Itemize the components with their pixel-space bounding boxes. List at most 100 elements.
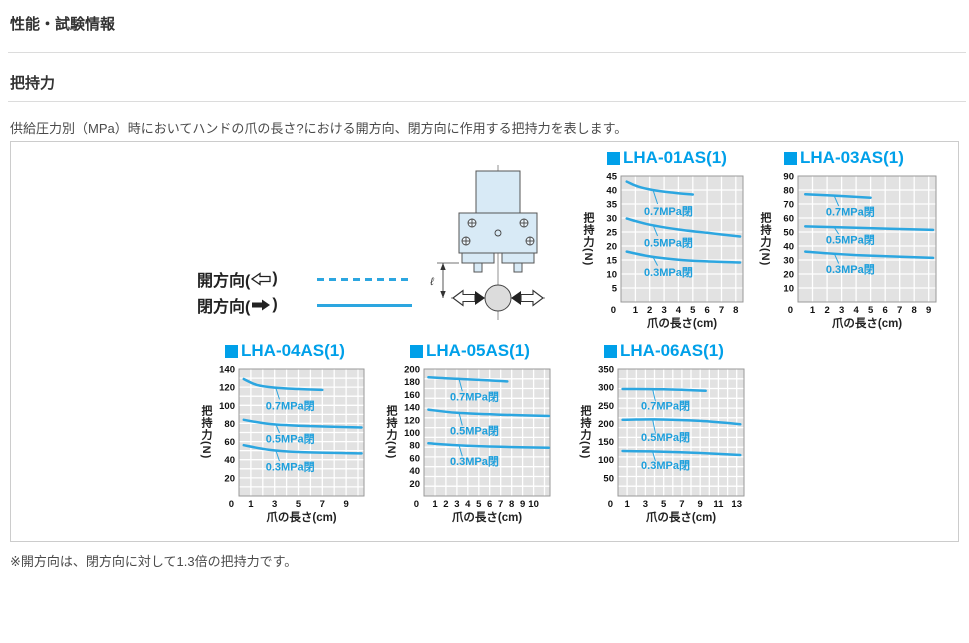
open-arrow-right-icon bbox=[520, 289, 544, 307]
svg-text:0.7MPa閉: 0.7MPa閉 bbox=[450, 390, 499, 403]
svg-text:5: 5 bbox=[690, 305, 696, 316]
svg-text:30: 30 bbox=[606, 214, 617, 225]
gripper-hand-diagram: ℓ bbox=[429, 165, 545, 320]
svg-text:2: 2 bbox=[647, 305, 652, 316]
svg-text:250: 250 bbox=[598, 401, 614, 412]
svg-text:7: 7 bbox=[679, 499, 684, 510]
svg-text:2: 2 bbox=[443, 499, 448, 510]
svg-text:20: 20 bbox=[606, 242, 617, 253]
chart-title-text: LHA-01AS(1) bbox=[623, 148, 727, 167]
chart-title: LHA-06AS(1) bbox=[604, 341, 754, 361]
chart-title: LHA-01AS(1) bbox=[607, 148, 753, 168]
svg-text:5: 5 bbox=[476, 499, 482, 510]
svg-text:9: 9 bbox=[343, 499, 348, 510]
svg-text:140: 140 bbox=[404, 403, 420, 414]
chart-plot: 0.7MPa閉0.5MPa閉0.3MPa閉1020304050607080900… bbox=[783, 172, 937, 330]
open-direction-arrow-icon bbox=[251, 272, 271, 286]
svg-text:9: 9 bbox=[926, 305, 931, 316]
svg-text:0: 0 bbox=[788, 305, 793, 316]
svg-text:50: 50 bbox=[603, 473, 614, 484]
svg-text:0: 0 bbox=[608, 499, 613, 510]
svg-text:1: 1 bbox=[624, 499, 630, 510]
svg-text:3: 3 bbox=[839, 305, 844, 316]
chart-title-text: LHA-03AS(1) bbox=[800, 148, 904, 167]
svg-text:9: 9 bbox=[520, 499, 525, 510]
svg-text:0.5MPa閉: 0.5MPa閉 bbox=[644, 236, 693, 249]
divider bbox=[8, 101, 966, 102]
svg-text:11: 11 bbox=[713, 499, 724, 510]
svg-text:7: 7 bbox=[719, 305, 724, 316]
svg-text:0.5MPa閉: 0.5MPa閉 bbox=[266, 432, 315, 445]
legend-close-label: 閉方向() bbox=[197, 293, 309, 317]
svg-text:3: 3 bbox=[454, 499, 459, 510]
svg-text:3: 3 bbox=[272, 499, 277, 510]
svg-text:爪の長さ(cm): 爪の長さ(cm) bbox=[452, 511, 522, 524]
open-direction-line-sample bbox=[317, 277, 412, 281]
svg-text:90: 90 bbox=[783, 172, 794, 183]
svg-text:爪の長さ(cm): 爪の長さ(cm) bbox=[647, 317, 717, 330]
grip-force-figure-box: 開方向() 閉方向() bbox=[10, 141, 959, 542]
svg-text:0.5MPa閉: 0.5MPa閉 bbox=[641, 431, 690, 444]
open-arrow-left-icon bbox=[452, 289, 476, 307]
close-arrow-right-icon bbox=[511, 291, 521, 305]
svg-text:0.3MPa閉: 0.3MPa閉 bbox=[266, 461, 315, 474]
chart-title-bullet-icon bbox=[225, 344, 238, 358]
svg-text:0.3MPa閉: 0.3MPa閉 bbox=[644, 266, 693, 279]
svg-text:13: 13 bbox=[731, 499, 742, 510]
svg-text:8: 8 bbox=[509, 499, 514, 510]
svg-text:0.3MPa閉: 0.3MPa閉 bbox=[826, 263, 875, 276]
svg-text:4: 4 bbox=[853, 305, 859, 316]
svg-text:8: 8 bbox=[912, 305, 917, 316]
close-direction-arrow-icon bbox=[252, 299, 271, 311]
close-arrow-left-icon bbox=[475, 291, 485, 305]
svg-text:100: 100 bbox=[404, 428, 420, 439]
svg-text:7: 7 bbox=[897, 305, 902, 316]
screw-icons bbox=[461, 218, 535, 246]
chart-plot: 0.7MPa閉0.5MPa閉0.3MPa閉5010015020025030035… bbox=[598, 365, 745, 524]
svg-text:60: 60 bbox=[783, 214, 794, 225]
svg-text:5: 5 bbox=[296, 499, 302, 510]
svg-text:1: 1 bbox=[810, 305, 816, 316]
svg-text:40: 40 bbox=[606, 186, 617, 197]
svg-text:0.3MPa閉: 0.3MPa閉 bbox=[450, 455, 499, 468]
svg-text:10: 10 bbox=[606, 270, 617, 281]
svg-text:120: 120 bbox=[219, 383, 235, 394]
svg-text:40: 40 bbox=[409, 466, 420, 477]
chart-title-bullet-icon bbox=[604, 344, 617, 358]
svg-text:0: 0 bbox=[229, 499, 234, 510]
svg-text:5: 5 bbox=[868, 305, 874, 316]
y-axis-label: 把持力(N) bbox=[582, 211, 594, 267]
svg-text:80: 80 bbox=[783, 186, 794, 197]
section-title: 性能・試験情報 bbox=[10, 16, 116, 33]
svg-text:60: 60 bbox=[224, 437, 235, 448]
svg-text:10: 10 bbox=[783, 284, 794, 295]
svg-text:5: 5 bbox=[661, 499, 667, 510]
svg-text:100: 100 bbox=[598, 455, 614, 466]
svg-text:300: 300 bbox=[598, 383, 614, 394]
gripper-body bbox=[458, 170, 538, 254]
legend-open-label: 開方向() bbox=[197, 267, 309, 291]
chart-title: LHA-04AS(1) bbox=[225, 341, 374, 361]
description-text: 供給圧力別（MPa）時においてハンドの爪の長さ?における開方向、閉方向に作用する… bbox=[10, 121, 628, 136]
close-direction-line-sample bbox=[317, 303, 412, 307]
chart-title-bullet-icon bbox=[784, 151, 797, 165]
svg-text:3: 3 bbox=[643, 499, 648, 510]
svg-text:0.3MPa閉: 0.3MPa閉 bbox=[641, 459, 690, 472]
chart-title-bullet-icon bbox=[410, 344, 423, 358]
svg-text:1: 1 bbox=[432, 499, 438, 510]
svg-text:200: 200 bbox=[404, 365, 420, 376]
svg-text:45: 45 bbox=[606, 172, 617, 183]
svg-text:3: 3 bbox=[661, 305, 666, 316]
svg-text:140: 140 bbox=[219, 365, 235, 376]
svg-text:40: 40 bbox=[224, 455, 235, 466]
gripper-jaws bbox=[461, 252, 535, 273]
svg-text:40: 40 bbox=[783, 242, 794, 253]
y-axis-label: 把持力(N) bbox=[200, 405, 212, 460]
legend-open-text: 開方向( bbox=[197, 273, 251, 290]
chart-title-text: LHA-05AS(1) bbox=[426, 341, 530, 360]
